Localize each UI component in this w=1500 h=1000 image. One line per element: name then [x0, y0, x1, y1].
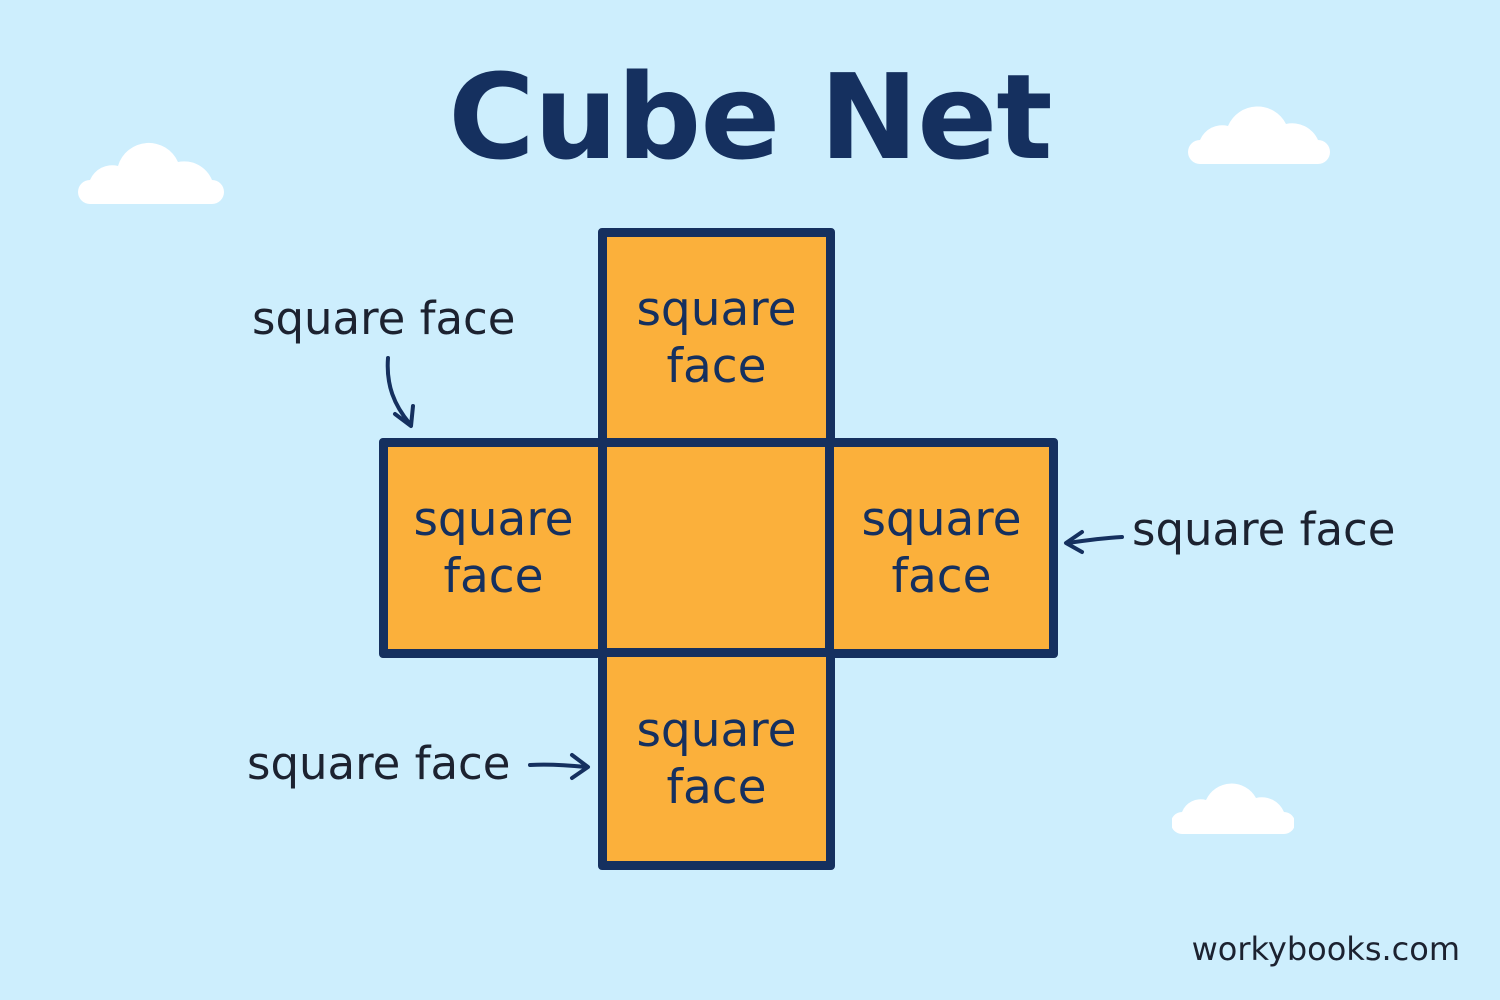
- face-right: square face: [825, 438, 1058, 658]
- face-bottom-label-line2: face: [666, 760, 767, 815]
- face-top: square face: [598, 228, 835, 448]
- face-top-label-line2: face: [666, 339, 767, 394]
- face-left-label-line1: square: [413, 492, 574, 547]
- face-left: square face: [379, 438, 608, 658]
- face-right-label-line1: square: [861, 492, 1022, 547]
- callout-bottom-left: square face: [247, 737, 511, 790]
- callout-right: square face: [1132, 503, 1396, 556]
- watermark: workybooks.com: [1191, 930, 1460, 968]
- face-bottom: square face: [598, 648, 835, 870]
- face-right-label-line2: face: [891, 549, 992, 604]
- page-title: Cube Net: [448, 48, 1052, 186]
- face-center: [598, 438, 835, 658]
- cloud-top-right: [1188, 106, 1330, 164]
- face-left-label-line2: face: [443, 549, 544, 604]
- callout-top-left: square face: [252, 292, 516, 345]
- face-bottom-label-line1: square: [636, 703, 797, 758]
- cloud-bottom-right: [1172, 783, 1294, 834]
- cloud-top-left: [78, 142, 224, 204]
- face-top-label-line1: square: [636, 282, 797, 337]
